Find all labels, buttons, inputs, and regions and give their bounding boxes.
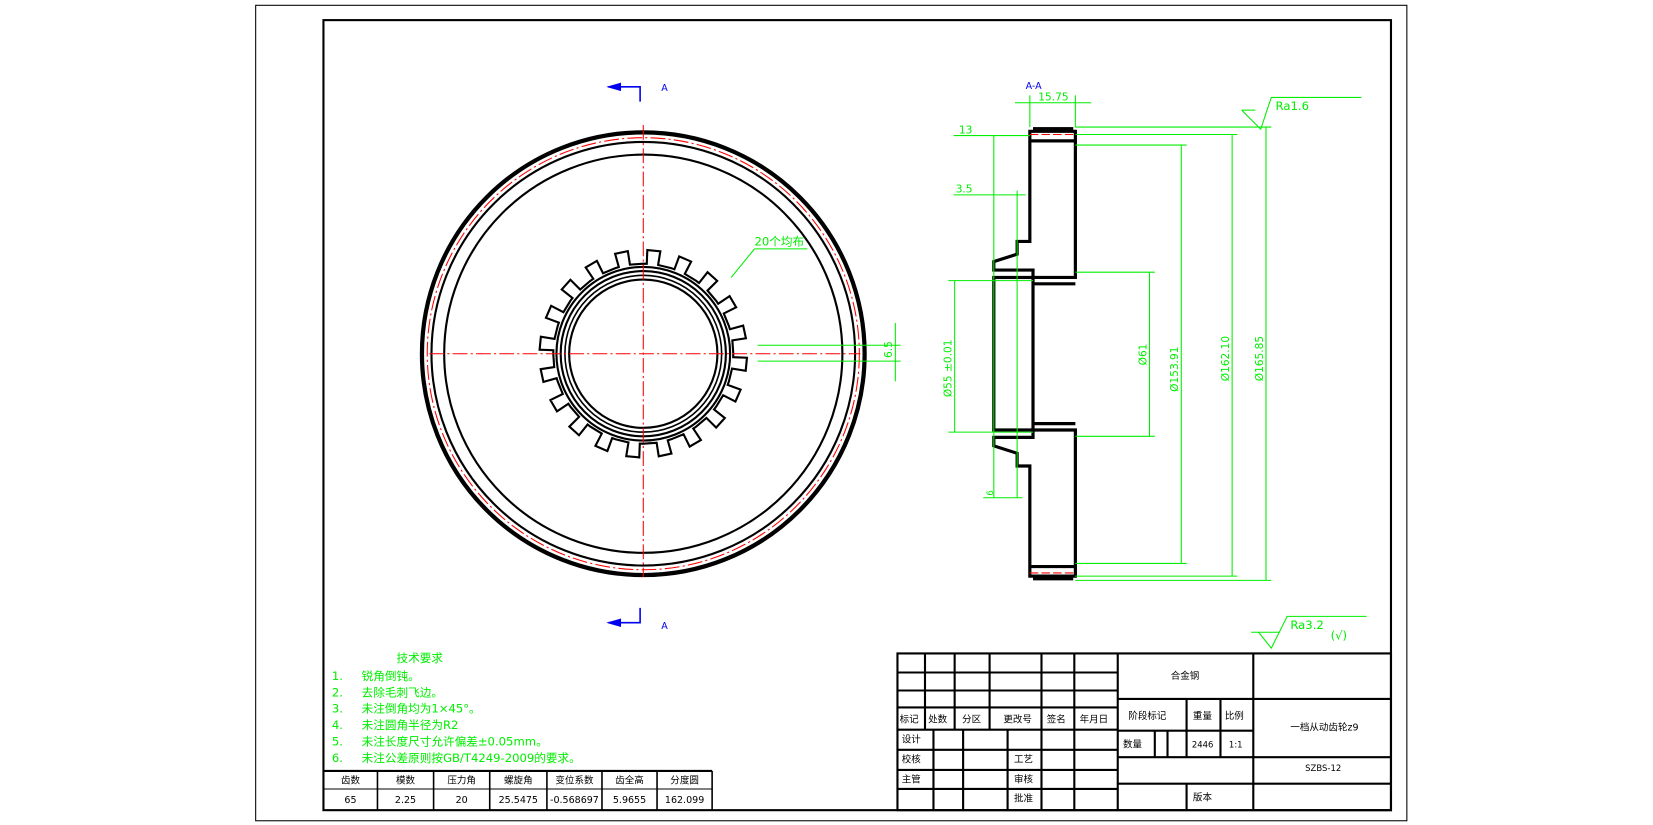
inner-frame (322, 19, 1393, 812)
param-value: 20 (456, 795, 468, 806)
tech-item-number: 4. (332, 718, 343, 732)
dim-small: 6 (985, 490, 995, 495)
dim-d165: Ø165.85 (1254, 336, 1266, 381)
svg-text:A: A (661, 621, 668, 632)
drawing-number: SZBS-12 (1305, 763, 1341, 773)
rev-header: 标记 (900, 713, 920, 725)
dim-3-5: 3.5 (956, 184, 973, 196)
section-title: A-A (1026, 81, 1043, 92)
param-value: -0.568697 (550, 795, 599, 806)
check-label: 校核 (902, 754, 922, 766)
param-value: 2.25 (395, 795, 416, 806)
dim-width: 15.75 (1038, 92, 1068, 104)
tech-title: 技术要求 (397, 651, 444, 665)
rev-header: 分区 (962, 714, 982, 725)
section-view: A-A 15.75 13 3.5 6 (942, 81, 1367, 650)
outer-border (255, 4, 1408, 822)
tech-item-text: 去除毛刺飞边。 (362, 685, 443, 699)
tech-item-number: 5. (332, 735, 343, 749)
section-arrow-top: A (606, 82, 668, 102)
param-header: 分度圆 (670, 775, 699, 787)
param-value: 162.099 (665, 795, 704, 806)
param-header: 齿全高 (615, 775, 644, 787)
dim-d162: Ø162.10 (1220, 336, 1232, 382)
param-header: 模数 (396, 775, 416, 787)
review-label: 审核 (1014, 774, 1034, 786)
rev-header: 更改号 (1003, 713, 1032, 725)
rev-header: 处数 (928, 713, 948, 725)
rev-header: 签名 (1047, 713, 1066, 725)
weight-value: 2446 (1192, 740, 1214, 750)
dim-13: 13 (959, 124, 972, 136)
front-view: 6.5 20个均布 A A (419, 82, 901, 632)
param-header: 螺旋角 (504, 775, 533, 787)
param-value: 65 (344, 795, 356, 806)
dim-d153: Ø153.91 (1169, 347, 1181, 392)
scale-label: 比例 (1225, 710, 1244, 722)
part-name: 一档从动齿轮z9 (1290, 722, 1358, 734)
tech-item-text: 锐角倒钝。 (362, 669, 420, 683)
tech-item-number: 6. (332, 751, 343, 765)
roughness-suffix: (√) (1331, 629, 1347, 643)
title-block: 标记 处数 分区 更改号 签名 年月日 设计 校核 主管 工艺 审核 批准 合金… (896, 652, 1393, 812)
material: 合金钢 (1171, 670, 1200, 682)
tech-requirements: 技术要求 1. 锐角倒钝。 2. 去除毛刺飞边。 3. 未注倒角均为1×45°。 4. 未注圆… (332, 651, 581, 765)
tech-item-text: 未注圆角半径为R2 (362, 718, 459, 732)
keyway-dim: 6.5 (883, 341, 895, 358)
spline-note: 20个均布 (754, 235, 804, 249)
param-header: 变位系数 (555, 775, 594, 787)
approve-label: 批准 (1014, 793, 1034, 805)
dim-bore: Ø55 ±0.01 (942, 340, 954, 398)
gear-param-table: 齿数 65 模数 2.25 压力角 20 螺旋角 25.5475 变位系数 -0.568697 齿全… (322, 769, 713, 811)
tech-item-number: 3. (332, 702, 343, 716)
param-value: 5.9655 (613, 795, 646, 806)
process-label: 工艺 (1014, 755, 1033, 766)
weight-label: 重量 (1193, 710, 1213, 722)
quantity-label: 数量 (1123, 739, 1143, 751)
param-header: 齿数 (341, 775, 361, 787)
tech-item-text: 未注长度尺寸允许偏差±0.05mm。 (362, 735, 548, 749)
rev-header: 年月日 (1080, 713, 1109, 725)
tech-item-text: 未注倒角均为1×45°。 (362, 702, 481, 716)
design-label: 设计 (902, 733, 922, 745)
supervisor-label: 主管 (902, 774, 921, 786)
section-arrow-bottom: A (606, 607, 668, 632)
tech-item-number: 2. (332, 685, 343, 699)
roughness-top: Ra1.6 (1276, 99, 1309, 113)
tech-item-text: 未注公差原则按GB/T4249-2009的要求。 (362, 751, 581, 765)
svg-text:A: A (661, 83, 668, 94)
scale-value: 1:1 (1229, 740, 1243, 750)
param-header: 压力角 (447, 775, 476, 787)
roughness-general: Ra3.2 (1290, 618, 1323, 632)
stage-mark-label: 阶段标记 (1128, 710, 1167, 722)
version-label: 版本 (1193, 792, 1213, 804)
tech-item-number: 1. (332, 669, 343, 683)
dim-d61: Ø61 (1137, 344, 1149, 366)
param-value: 25.5475 (499, 795, 538, 806)
